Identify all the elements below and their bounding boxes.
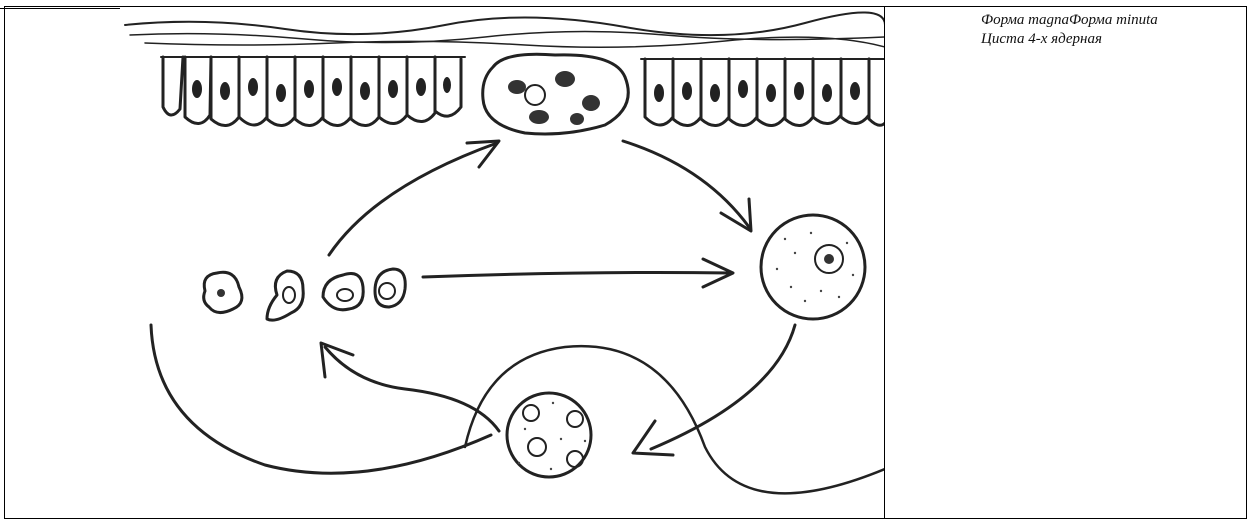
- caption-line-forms: Форма magnaФорма minuta: [981, 11, 1240, 30]
- epithelial-cells-right: [641, 59, 885, 126]
- amoeba-life-cycle-drawing-icon: [5, 7, 885, 518]
- figure-table: Форма magnaФорма minuta Циста 4-х ядерна…: [4, 6, 1247, 519]
- caption-line-cyst: Циста 4-х ядерная: [981, 30, 1240, 49]
- caption-minuta: Форма minuta: [1069, 12, 1158, 28]
- caption-magna: Форма magna: [981, 12, 1069, 28]
- caption-cell: Форма magnaФорма minuta Циста 4-х ядерна…: [885, 7, 1246, 518]
- figure-cell: [5, 7, 885, 518]
